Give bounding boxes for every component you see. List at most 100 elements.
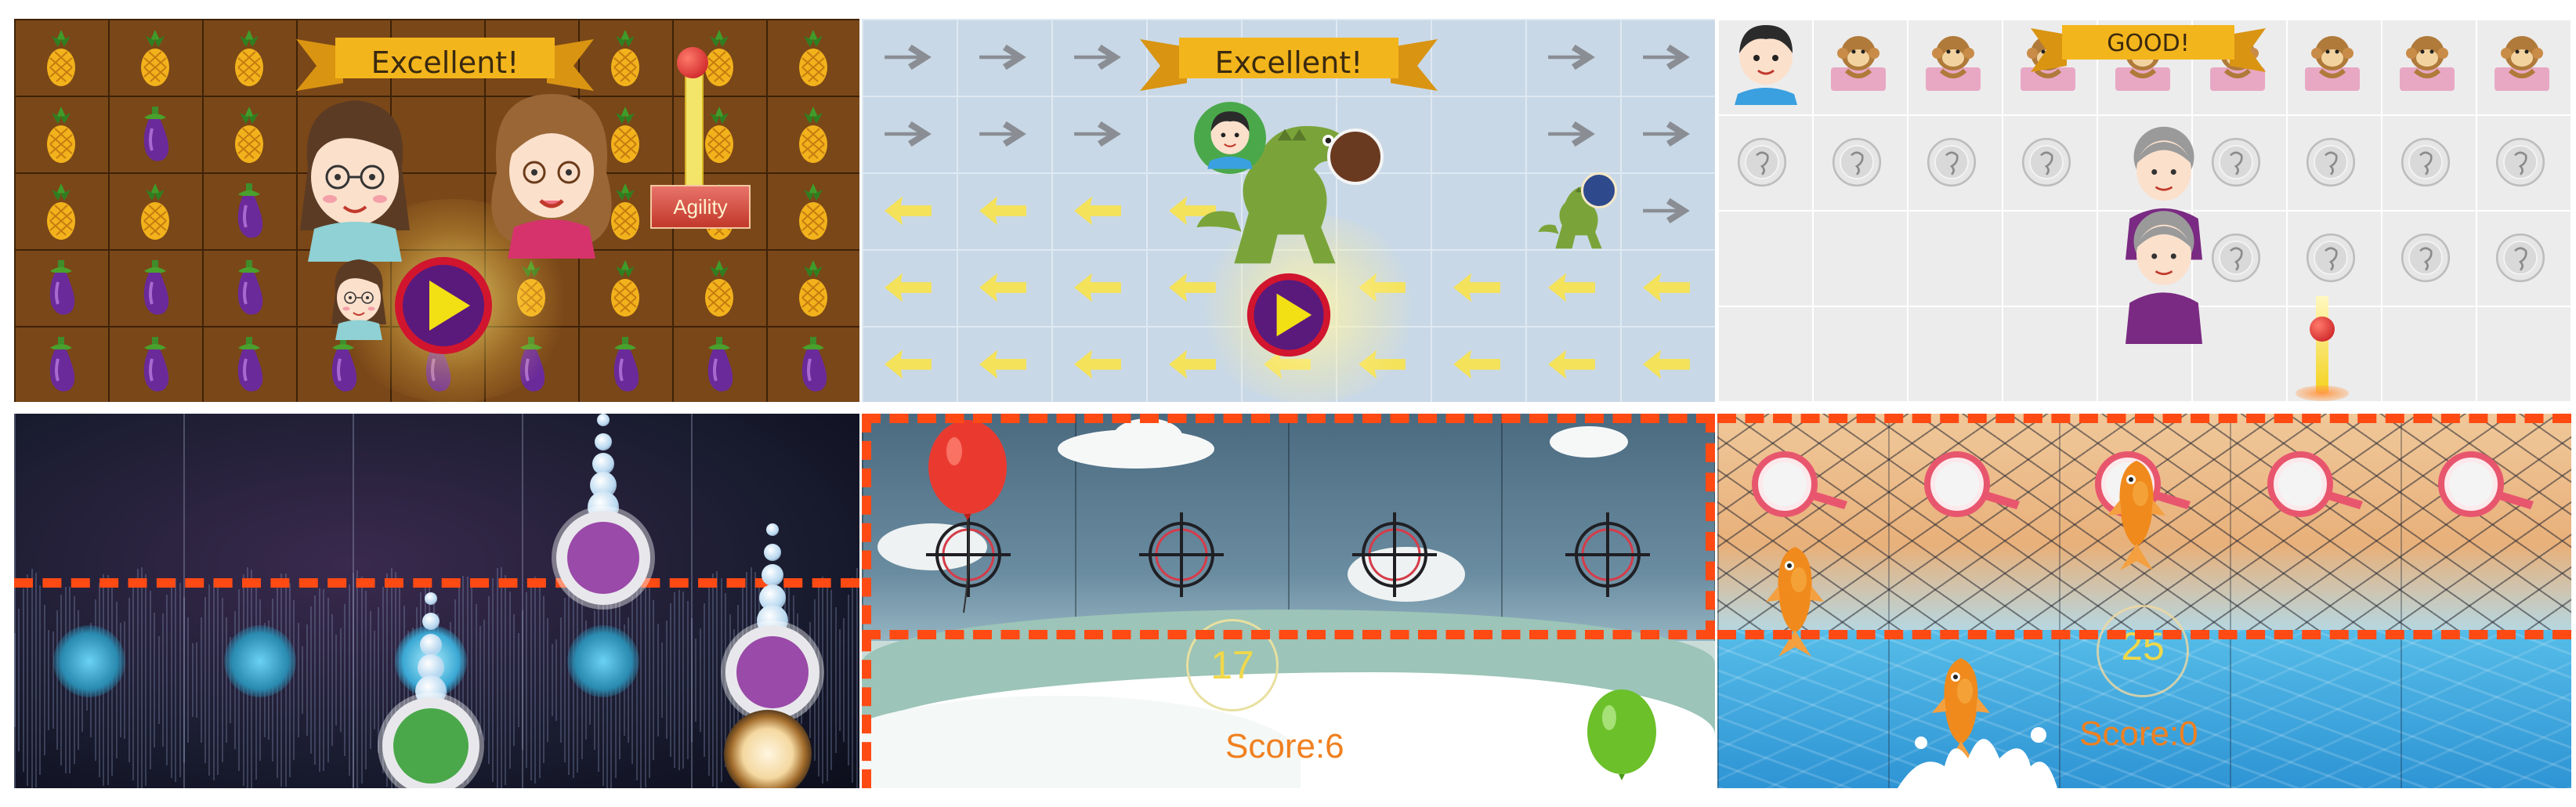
arrow-left-icon[interactable] <box>975 270 1030 306</box>
bubble-icon <box>597 414 610 426</box>
wave-bar <box>335 635 338 726</box>
eggplant-icon[interactable] <box>132 103 179 166</box>
net-hole-icon[interactable] <box>1746 445 1855 523</box>
arrow-left-icon[interactable] <box>1544 346 1599 382</box>
pineapple-icon[interactable] <box>696 257 743 320</box>
arrow-left-icon[interactable] <box>975 346 1030 382</box>
goldfish-icon[interactable] <box>1760 539 1830 664</box>
monkey-icon[interactable] <box>2392 27 2462 97</box>
play-icon[interactable] <box>389 251 498 360</box>
arrow-left-icon[interactable] <box>1070 346 1125 382</box>
coin-icon[interactable] <box>1735 135 1789 190</box>
eggplant-icon[interactable] <box>226 180 273 243</box>
eggplant-icon[interactable] <box>38 334 85 396</box>
tap-circle-icon[interactable] <box>567 625 639 697</box>
eggplant-icon[interactable] <box>38 257 85 320</box>
girl-bubble-icon[interactable] <box>556 511 650 605</box>
wave-bar <box>471 587 473 773</box>
arrow-left-icon[interactable] <box>1449 270 1504 306</box>
arrow-right-icon[interactable] <box>1070 39 1125 75</box>
boy-bubble-icon[interactable] <box>382 697 479 788</box>
monkey-icon[interactable] <box>1918 27 1988 97</box>
net-hole-icon[interactable] <box>2261 445 2371 523</box>
wave-bar <box>302 646 304 715</box>
coin-icon[interactable] <box>2303 230 2358 285</box>
pineapple-icon[interactable] <box>790 27 837 89</box>
arrow-right-icon[interactable] <box>1639 193 1694 229</box>
crosshair-icon[interactable] <box>1561 508 1655 602</box>
coin-icon[interactable] <box>1924 135 1979 190</box>
bubble-icon <box>422 613 440 631</box>
tap-circle-icon[interactable] <box>224 625 296 697</box>
arrow-right-icon[interactable] <box>881 116 935 152</box>
coin-icon[interactable] <box>2493 135 2548 190</box>
pineapple-icon[interactable] <box>226 27 273 89</box>
wave-bar <box>149 590 151 770</box>
net-hole-icon[interactable] <box>1918 445 2028 523</box>
crosshair-icon[interactable] <box>1348 508 1442 602</box>
pineapple-icon[interactable] <box>790 103 837 166</box>
pineapple-icon[interactable] <box>38 180 85 243</box>
eggplant-icon[interactable] <box>226 257 273 320</box>
arrow-left-icon[interactable] <box>1639 270 1694 306</box>
eggplant-icon[interactable] <box>696 334 743 396</box>
eggplant-icon[interactable] <box>226 334 273 396</box>
girl-bubble-icon[interactable] <box>725 625 819 719</box>
arrow-left-icon[interactable] <box>881 270 935 306</box>
wave-bar <box>834 607 837 753</box>
wave-bar <box>826 578 828 782</box>
tap-circle-icon[interactable] <box>53 625 125 697</box>
wave-bar <box>27 574 29 786</box>
play-icon[interactable] <box>1242 268 1336 362</box>
eggplant-icon[interactable] <box>790 334 837 396</box>
panel-balloon-shooter: 17 Score:6 <box>862 414 1715 788</box>
rider-avatar-icon <box>1327 128 1384 185</box>
arrow-right-icon[interactable] <box>1639 39 1694 75</box>
red-balloon-icon[interactable] <box>924 417 1011 621</box>
arrow-left-icon[interactable] <box>1070 270 1125 306</box>
arrow-left-icon[interactable] <box>881 193 935 229</box>
pineapple-icon[interactable] <box>38 103 85 166</box>
arrow-left-icon[interactable] <box>881 346 935 382</box>
arrow-right-icon[interactable] <box>1070 116 1125 152</box>
arrow-left-icon[interactable] <box>1449 346 1504 382</box>
goldfish-icon[interactable] <box>2101 453 2172 578</box>
pineapple-icon[interactable] <box>602 257 649 320</box>
coin-icon[interactable] <box>2303 135 2358 190</box>
eggplant-icon[interactable] <box>132 257 179 320</box>
grandma-icon <box>2109 207 2219 344</box>
monkey-icon[interactable] <box>2487 27 2557 97</box>
arrow-right-icon[interactable] <box>1639 116 1694 152</box>
pineapple-icon[interactable] <box>790 180 837 243</box>
zone-border-bottom <box>1717 630 2571 639</box>
green-balloon-icon[interactable] <box>1583 688 1661 788</box>
pineapple-icon[interactable] <box>226 103 273 166</box>
monkey-icon[interactable] <box>2297 27 2368 97</box>
arrow-left-icon[interactable] <box>975 193 1030 229</box>
coin-icon[interactable] <box>2398 135 2453 190</box>
arrow-left-icon[interactable] <box>1070 193 1125 229</box>
eggplant-icon[interactable] <box>132 334 179 396</box>
pineapple-icon[interactable] <box>132 27 179 89</box>
arrow-right-icon[interactable] <box>975 116 1030 152</box>
coin-icon[interactable] <box>1829 135 1884 190</box>
coin-icon[interactable] <box>2019 135 2074 190</box>
pineapple-icon[interactable] <box>790 257 837 320</box>
crosshair-icon[interactable] <box>1134 508 1228 602</box>
coin-icon[interactable] <box>2493 230 2548 285</box>
arrow-right-icon[interactable] <box>881 39 935 75</box>
arrow-right-icon[interactable] <box>975 39 1030 75</box>
arrow-left-icon[interactable] <box>1639 346 1694 382</box>
arrow-right-icon[interactable] <box>1544 39 1599 75</box>
eggplant-icon[interactable] <box>602 334 649 396</box>
coin-icon[interactable] <box>2398 230 2453 285</box>
wave-bar <box>551 643 553 717</box>
pineapple-icon[interactable] <box>602 27 649 89</box>
pineapple-icon[interactable] <box>132 180 179 243</box>
pineapple-icon[interactable] <box>38 27 85 89</box>
wave-bar <box>365 591 367 769</box>
net-hole-icon[interactable] <box>2432 445 2542 523</box>
arrow-right-icon[interactable] <box>1544 116 1599 152</box>
arrow-left-icon[interactable] <box>1544 270 1599 306</box>
monkey-icon[interactable] <box>1823 27 1894 97</box>
